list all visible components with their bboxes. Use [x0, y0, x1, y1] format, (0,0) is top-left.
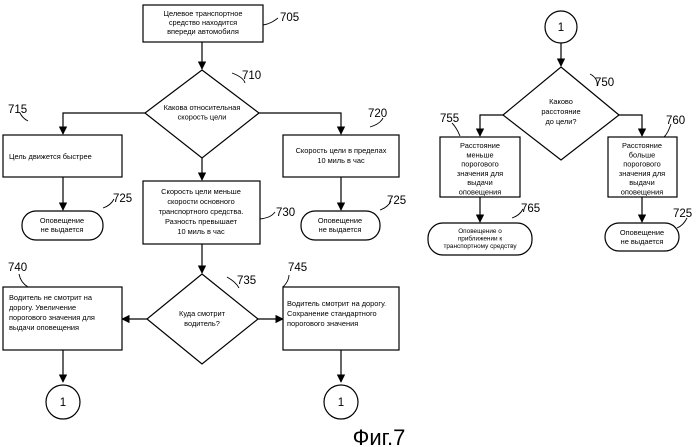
node-text-line: Целевое транспортное: [163, 9, 242, 18]
node-text-line: впереди автомобиля: [167, 27, 239, 36]
label-735: Куда смотритводитель?: [179, 309, 226, 328]
node-text-line: Сохранение стандартного: [287, 309, 377, 318]
node-text-line: Оповещение: [40, 216, 84, 225]
node-text-line: порогового: [461, 160, 499, 169]
label-715: Цель движется быстрее: [9, 152, 92, 161]
node-text-line: 10 миль в час: [177, 227, 225, 236]
ref-760: 760: [666, 115, 685, 127]
node-text-line: Оповещение о: [458, 228, 502, 235]
node-text-line: больше: [629, 150, 655, 159]
label-705: Целевое транспортноесредство находитсявп…: [163, 9, 242, 36]
node-text-line: значения для: [457, 169, 503, 178]
node-text-line: водитель?: [184, 319, 220, 328]
ref-725a: 725: [113, 193, 132, 205]
node-text-line: средство находится: [169, 18, 237, 27]
node-text-line: Скорость цели меньше: [161, 187, 241, 196]
label-725a: Оповещениене выдается: [40, 216, 84, 234]
node-text-line: порогового значения: [287, 319, 358, 328]
node-text-line: дорогу. Увеличение: [9, 303, 76, 312]
ref-740: 740: [8, 262, 27, 274]
node-text-line: Какова относительная: [164, 103, 241, 112]
ref-750: 750: [595, 77, 614, 89]
ref-755: 755: [440, 113, 459, 125]
node-text-line: скорость цели: [178, 113, 227, 122]
node-text-line: Расстояние: [622, 141, 662, 150]
connector-label-right: 1: [338, 397, 344, 409]
node-text-line: скорости основного: [167, 197, 234, 206]
label-725c: Оповещениене выдается: [620, 228, 664, 246]
ref-735: 735: [237, 275, 256, 287]
connector-label-top: 1: [558, 22, 564, 34]
node-text-line: до цели?: [545, 117, 576, 126]
ref-730: 730: [276, 207, 295, 219]
ref-745: 745: [288, 262, 307, 274]
node-text-line: Расстояние: [460, 141, 500, 150]
node-text-line: меньше: [466, 150, 493, 159]
ref-715: 715: [8, 104, 27, 116]
node-text-line: Водитель не смотрит на: [9, 293, 93, 302]
node-text-line: Разность превышает: [165, 217, 238, 226]
node-text-line: выдачи: [629, 178, 654, 187]
node-text-line: 10 миль в час: [317, 156, 365, 165]
node-text-line: выдачи: [467, 178, 492, 187]
node-text-line: Скорость цели в пределах: [296, 146, 387, 155]
node-text-line: Цель движется быстрее: [9, 152, 92, 161]
node-text-line: расстояние: [541, 107, 580, 116]
ref-705: 705: [280, 12, 299, 24]
node-text-line: приближении к: [458, 235, 503, 243]
label-760: Расстояниебольшепороговогозначения длявы…: [619, 141, 665, 197]
node-text-line: оповещения: [621, 188, 664, 197]
node-text-line: оповещения: [459, 188, 502, 197]
node-text-line: значения для: [619, 169, 665, 178]
node-text-line: выдачи оповещения: [9, 323, 79, 332]
node-text-line: Водитель смотрит на дорогу.: [287, 299, 386, 308]
node-text-line: порогового: [623, 160, 661, 169]
node-text-line: Оповещение: [620, 228, 664, 237]
node-text-line: не выдается: [41, 225, 84, 234]
node-text-line: Куда смотрит: [179, 309, 226, 318]
connector-label-left: 1: [60, 397, 66, 409]
node-text-line: Каково: [549, 97, 573, 106]
node-text-line: Оповещение: [318, 216, 362, 225]
figure-caption: Фиг.7: [353, 425, 406, 447]
ref-710: 710: [242, 70, 261, 82]
ref-765: 765: [521, 203, 540, 215]
ref-725b: 725: [387, 195, 406, 207]
node-text-line: порогового значения для: [9, 313, 95, 322]
ref-720: 720: [368, 108, 387, 120]
ref-725c: 725: [673, 208, 692, 220]
label-755: Расстояниеменьшепороговогозначения длявы…: [457, 141, 503, 197]
node-text-line: транспортного средства.: [159, 207, 244, 216]
node-text-line: не выдается: [319, 225, 362, 234]
node-text-line: не выдается: [621, 237, 664, 246]
node-text-line: транспортному средству: [443, 243, 517, 250]
label-725b: Оповещениене выдается: [318, 216, 362, 234]
